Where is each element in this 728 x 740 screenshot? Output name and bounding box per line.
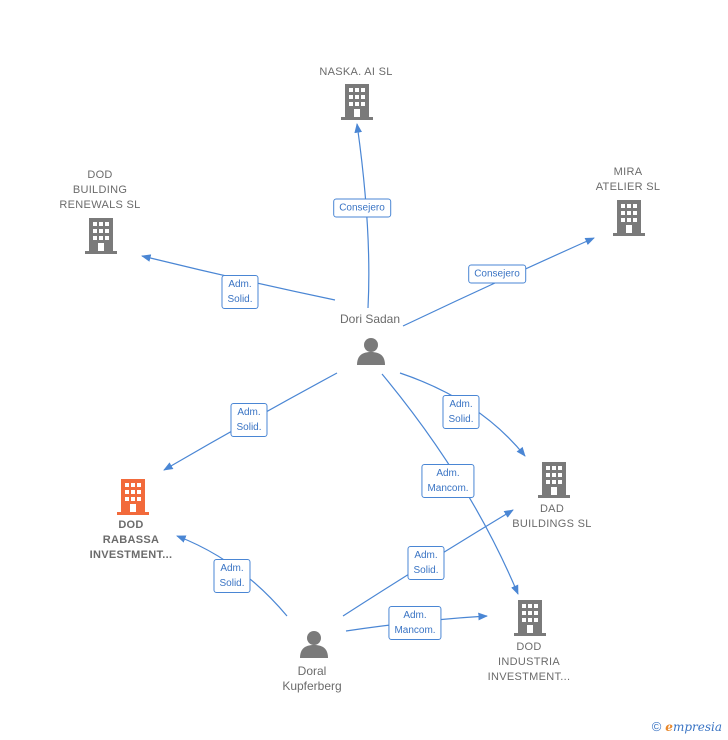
copyright-symbol: © xyxy=(651,719,662,734)
edge-label-consejero[interactable]: Consejero xyxy=(333,198,391,218)
edge-label-adm-solid[interactable]: Adm. Solid. xyxy=(230,403,268,437)
person-icon[interactable] xyxy=(299,630,329,663)
edge-label-adm-solid[interactable]: Adm. Solid. xyxy=(213,559,251,593)
person-icon[interactable] xyxy=(356,337,386,370)
footer-brand[interactable]: © empresia xyxy=(652,719,722,734)
edge-label-adm-solid[interactable]: Adm. Solid. xyxy=(221,275,259,309)
brand-logo[interactable]: empresia xyxy=(665,719,722,734)
edge-label-adm-mancom[interactable]: Adm. Mancom. xyxy=(388,606,442,640)
building-icon[interactable] xyxy=(613,200,645,241)
edge-label-consejero[interactable]: Consejero xyxy=(468,264,526,284)
node-label-dod-industria[interactable]: DOD INDUSTRIA INVESTMENT... xyxy=(487,641,571,683)
building-icon[interactable] xyxy=(341,84,373,125)
node-label-dad-buildings[interactable]: DAD BUILDINGS SL xyxy=(512,503,592,530)
edge-label-adm-mancom[interactable]: Adm. Mancom. xyxy=(421,464,475,498)
edge-line xyxy=(354,123,370,309)
building-icon[interactable] xyxy=(538,462,570,503)
node-label-dod-building[interactable]: DOD BUILDING RENEWALS SL xyxy=(59,169,141,211)
building-icon[interactable] xyxy=(514,600,546,641)
building-icon[interactable] xyxy=(85,218,117,259)
node-label-dori[interactable]: Dori Sadan xyxy=(339,312,401,326)
node-label-mira[interactable]: MIRA ATELIER SL xyxy=(595,166,661,193)
node-label-naska[interactable]: NASKA. AI SL xyxy=(319,66,393,78)
edge-label-adm-solid[interactable]: Adm. Solid. xyxy=(442,395,480,429)
node-label-dod-rabassa[interactable]: DOD RABASSA INVESTMENT... xyxy=(89,519,173,561)
edge-label-adm-solid[interactable]: Adm. Solid. xyxy=(407,546,445,580)
node-label-doral[interactable]: Doral Kupferberg xyxy=(282,664,342,693)
building-icon-highlight[interactable] xyxy=(117,479,149,520)
